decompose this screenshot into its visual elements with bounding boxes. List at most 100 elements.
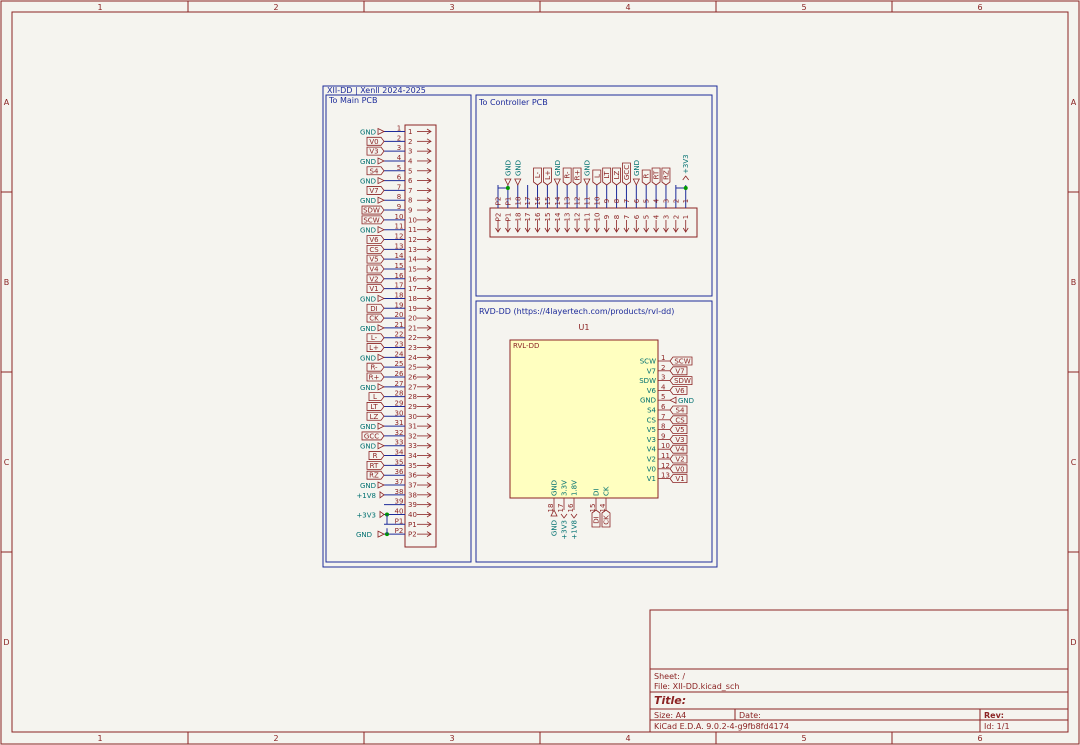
- rvl-pin-name: V5: [647, 426, 656, 434]
- top-gnd-label: GND: [504, 160, 512, 176]
- left-gnd-label: GND: [360, 295, 376, 303]
- left-pin-name: 18: [408, 295, 417, 303]
- rvl-net-label: V7: [675, 367, 684, 375]
- rvl-bottom-pin-number: 18: [547, 504, 555, 513]
- top-net-label-box: [602, 167, 612, 186]
- rvl-bottom-power-label: +1V8: [571, 520, 579, 540]
- row-label-right: B: [1071, 278, 1077, 287]
- top-net-label-box: [612, 167, 621, 186]
- rvl-pin-number: 11: [661, 452, 670, 460]
- rvl-net-label: V0: [675, 465, 684, 473]
- top-net-label-box: [543, 167, 552, 186]
- left-pin-name: 38: [408, 491, 417, 499]
- top-gnd-symbol: [583, 178, 591, 186]
- rvl-pin-number: 8: [661, 423, 665, 431]
- left-pin-number: 23: [395, 341, 404, 349]
- left-pin-name: 6: [408, 177, 413, 185]
- left-net-label: CS: [369, 246, 379, 254]
- col-label-bottom: 3: [449, 734, 454, 743]
- rvl-bottom-net-label-box: [601, 509, 611, 528]
- left-net-label-box: [366, 146, 385, 156]
- left-gnd-symbol: [377, 157, 385, 165]
- left-pin-number: 19: [395, 301, 404, 309]
- rvl-bottom-pin-name: 3.3V: [561, 480, 569, 496]
- left-pin-name: 13: [408, 246, 417, 254]
- top-net-label-box: [533, 167, 542, 186]
- top-pin-number: 17: [524, 197, 532, 206]
- left-conn-body: [404, 124, 437, 548]
- rvl-net-label-box: [669, 376, 693, 385]
- left-gnd-label: GND: [360, 227, 376, 235]
- left-net-label-box: [366, 264, 385, 274]
- sheet-title: XII-DD | Xenll 2024-2025: [327, 86, 426, 95]
- left-pin-arrow-head: [426, 187, 432, 194]
- top-net-label: LZ: [613, 170, 621, 179]
- left-net-label: L+: [369, 344, 379, 352]
- left-pin-number: 27: [395, 380, 404, 388]
- left-pin-arrow-head: [426, 383, 432, 390]
- left-net-label-box: [361, 205, 385, 215]
- left-pin-name: 21: [408, 324, 417, 332]
- rvl-pin-name: V7: [647, 367, 656, 375]
- left-net-label: R: [373, 452, 378, 460]
- left-pin-name: 17: [408, 285, 417, 293]
- top-pin-name: 4: [653, 214, 661, 219]
- rvl-pin-number: 5: [661, 393, 665, 401]
- rvl-pin-name: S4: [647, 407, 656, 415]
- left-gnd-label: GND: [360, 384, 376, 392]
- left-net-label-box: [366, 372, 385, 382]
- left-pin-number: 15: [395, 262, 404, 270]
- left-gnd-symbol: [377, 294, 385, 303]
- left-pin-arrow-head: [426, 217, 432, 223]
- left-pin-arrow-head: [426, 305, 432, 312]
- top-net-label: LT: [603, 171, 611, 179]
- left-pin-arrow-head: [426, 442, 432, 449]
- top-pin-arrow-head: [673, 227, 679, 233]
- left-pin-arrow-head: [426, 285, 432, 292]
- top-pin-number: 14: [554, 196, 562, 205]
- left-pin-number: 7: [397, 183, 401, 191]
- left-gnd-label: GND: [360, 129, 376, 137]
- rvl-pin-number: 7: [661, 413, 665, 421]
- left-pin-arrow-head: [426, 197, 432, 204]
- row-label-left: B: [4, 278, 10, 287]
- left-pin-name: 22: [408, 334, 417, 342]
- top-pin-arrow-head: [574, 227, 580, 233]
- left-net-label: R+: [369, 374, 380, 382]
- rvl-pin-name: V4: [647, 446, 657, 454]
- rvl-pin-name: V1: [647, 475, 656, 483]
- rvl-pin-name: GND: [640, 397, 656, 405]
- top-pin-name: 16: [534, 212, 542, 221]
- left-pin-name: 31: [408, 423, 417, 431]
- rvl-bottom-pin-number: 16: [567, 503, 575, 512]
- rvl-pin-number: 2: [661, 364, 665, 372]
- left-net-label: L-: [371, 334, 378, 342]
- top-net-label: R+: [574, 170, 582, 181]
- left-pin-name: 20: [408, 315, 417, 323]
- left-pin-number: 8: [397, 193, 401, 201]
- left-pin-number: 3: [397, 144, 401, 152]
- left-net-label: RZ: [369, 472, 379, 480]
- left-pin-number: 36: [395, 468, 404, 476]
- left-pin-number: 34: [395, 449, 404, 457]
- left-gnd-label: GND: [360, 178, 376, 186]
- top-net-label: R: [643, 173, 651, 178]
- top-gnd-label: GND: [514, 160, 522, 176]
- top-gnd-label: GND: [633, 160, 641, 176]
- left-net-label: CK: [369, 315, 379, 323]
- rvl-pin-number: 12: [661, 462, 670, 470]
- rvl-net-label: CS: [675, 416, 685, 424]
- left-net-label-box: [361, 215, 385, 225]
- rvl-bottom-net-label: DI: [593, 516, 601, 523]
- left-pin-name: 14: [408, 256, 417, 264]
- left-gnd-symbol: [377, 530, 385, 538]
- top-pin-name: P1: [504, 213, 512, 222]
- left-power-label: +3V3: [356, 511, 376, 519]
- col-label-bottom: 4: [625, 734, 630, 743]
- left-pin-number: 28: [395, 390, 404, 398]
- left-net-label: V1: [369, 285, 378, 293]
- left-net-label-box: [366, 470, 385, 480]
- left-pin-arrow-head: [426, 403, 432, 410]
- left-gnd-label: GND: [360, 482, 376, 490]
